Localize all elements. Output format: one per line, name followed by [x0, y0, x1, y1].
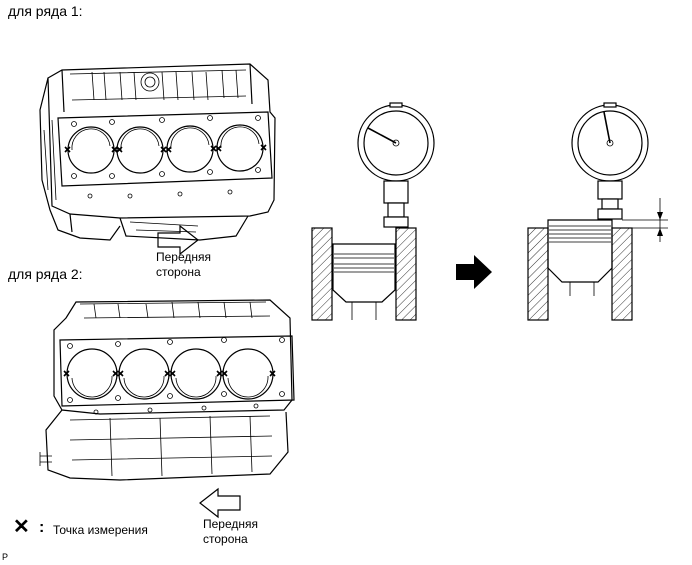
bank2-label: для ряда 2:	[8, 266, 83, 282]
gauge-setup-before	[311, 102, 435, 321]
bank1-label: для ряда 1:	[8, 3, 83, 19]
legend-cross-icon: ✕	[13, 516, 30, 538]
engine-block-bank2	[39, 299, 295, 481]
bank2-front-arrow	[199, 487, 241, 519]
engine-block-bank1	[39, 63, 276, 241]
bank1-front-label-2: сторона	[156, 265, 201, 279]
legend-text: Точка измерения	[53, 523, 148, 537]
bank1-front-arrow	[157, 224, 199, 256]
bank2-cylinders	[66, 348, 274, 400]
sequence-arrow	[456, 255, 492, 289]
bank1-cylinders	[67, 124, 264, 174]
gauge-setup-after	[527, 102, 668, 321]
corner-mark: P	[2, 552, 9, 562]
bank1-measure-points	[64, 144, 267, 153]
bank2-front-label-2: сторона	[203, 532, 248, 546]
bank2-front-label-1: Передняя	[203, 517, 259, 531]
bank1-front-label-1: Передняя	[156, 250, 212, 264]
bank2-measure-points	[63, 370, 276, 377]
legend-separator: :	[39, 519, 45, 536]
